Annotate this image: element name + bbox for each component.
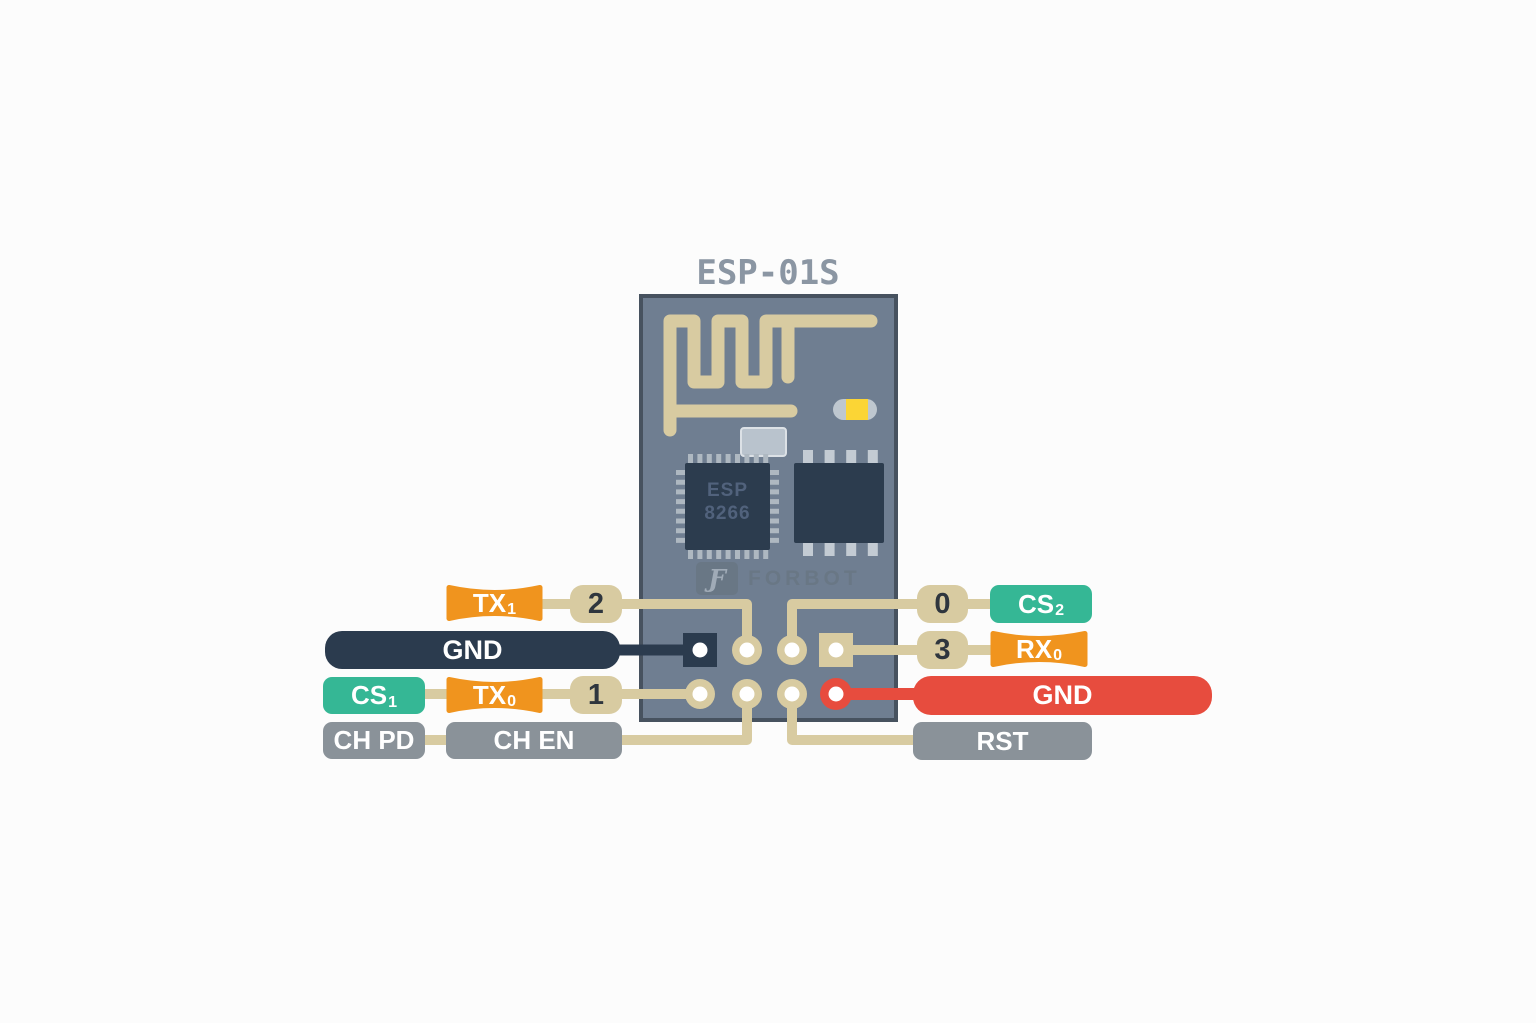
trace-gpio2 bbox=[595, 599, 752, 655]
rst-label: RST bbox=[976, 725, 1029, 756]
ch-pd-badge: CH PD bbox=[323, 722, 425, 759]
tx1-sub: 1 bbox=[507, 600, 517, 619]
antenna-trace bbox=[663, 314, 878, 437]
cs1-sub: 1 bbox=[388, 692, 398, 711]
gpio3-label: 3 bbox=[934, 633, 951, 666]
brand-logo: Ƒ FORBOT bbox=[696, 562, 861, 595]
gnd-right-badge: GND bbox=[913, 676, 1212, 715]
flash-chip bbox=[794, 463, 884, 543]
forbot-logo-text: FORBOT bbox=[748, 566, 861, 590]
gpio3-badge: 3 bbox=[917, 631, 968, 669]
rx0-label: RX bbox=[1015, 633, 1053, 664]
tx1-badge: TX1 bbox=[446, 583, 543, 623]
ribbon-shape bbox=[446, 585, 543, 621]
gnd-left-label: GND bbox=[442, 634, 503, 665]
trace-gpio0 bbox=[787, 599, 945, 655]
gnd-right-label: GND bbox=[1032, 680, 1093, 710]
rx0-badge: RX0 bbox=[990, 629, 1088, 669]
pad-hole bbox=[739, 642, 755, 658]
gpio1-badge: 1 bbox=[570, 676, 622, 714]
cs2-badge: CS2 bbox=[990, 585, 1092, 623]
gpio1-label: 1 bbox=[587, 678, 605, 711]
esp8266-chip-label: ESP 8266 bbox=[685, 479, 770, 525]
rst-badge: RST bbox=[913, 722, 1092, 760]
ch-en-badge: CH EN bbox=[446, 722, 622, 759]
ch-pd-label: CH PD bbox=[333, 725, 415, 755]
cs1-label: CS bbox=[350, 680, 388, 710]
forbot-logo-icon: Ƒ bbox=[696, 562, 738, 595]
gpio2-label: 2 bbox=[587, 587, 605, 620]
tx0-label: TX bbox=[472, 679, 507, 710]
tx1-label: TX bbox=[472, 587, 507, 618]
cs2-label: CS bbox=[1017, 588, 1055, 619]
module-title: ESP-01S bbox=[696, 253, 840, 293]
crystal-component bbox=[740, 427, 787, 457]
tx0-badge: TX0 bbox=[446, 675, 543, 715]
rx0-sub: 0 bbox=[1053, 646, 1063, 665]
gnd-left-badge: GND bbox=[325, 631, 620, 669]
pad-hole bbox=[739, 686, 755, 702]
ribbon-shape bbox=[990, 631, 1088, 667]
esp8266-chip bbox=[685, 463, 770, 550]
gpio0-label: 0 bbox=[934, 587, 951, 620]
pad-hole bbox=[784, 686, 800, 702]
cs1-badge: CS1 bbox=[323, 677, 425, 714]
chip-label-line1: ESP bbox=[706, 480, 749, 501]
ribbon-shape bbox=[446, 677, 543, 713]
gpio2-badge: 2 bbox=[570, 585, 622, 623]
chip-label-line2: 8266 bbox=[704, 503, 751, 524]
gpio0-badge: 0 bbox=[917, 585, 968, 623]
pad-hole bbox=[784, 642, 800, 658]
tx0-sub: 0 bbox=[507, 692, 517, 711]
led-yellow bbox=[846, 399, 868, 420]
pad-hole bbox=[828, 686, 844, 702]
pad-hole bbox=[692, 642, 708, 658]
pad-hole bbox=[828, 642, 844, 658]
ch-en-label: CH EN bbox=[493, 725, 575, 755]
cs2-sub: 2 bbox=[1055, 601, 1065, 620]
pad-hole bbox=[692, 686, 708, 702]
trace-chen bbox=[555, 689, 752, 745]
